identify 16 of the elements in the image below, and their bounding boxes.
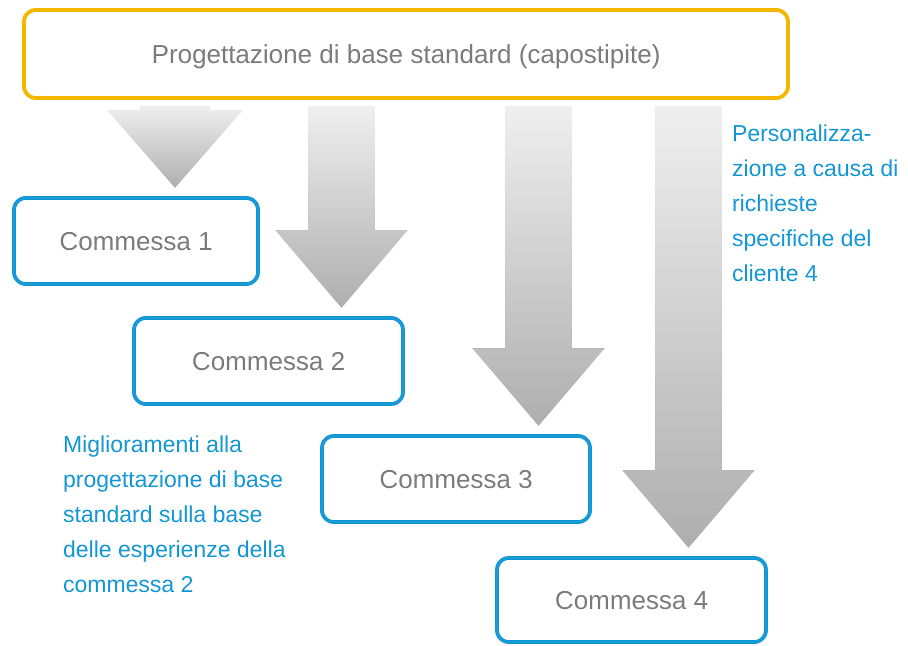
- block-arrow: [622, 106, 755, 548]
- node-text: Commessa 2: [192, 346, 346, 376]
- annotation-text: Personalizza- zione a causa di richieste specifiche del cliente 4: [732, 119, 900, 288]
- block-arrow: [275, 106, 408, 308]
- block-arrow: [107, 106, 243, 188]
- process-box: [12, 196, 260, 286]
- node-text: Commessa 1: [59, 226, 213, 256]
- process-box: [495, 556, 768, 644]
- node-text: Commessa 3: [379, 464, 533, 494]
- node-text: Progettazione di base standard (capostipite): [152, 38, 660, 70]
- title-box: [22, 8, 790, 100]
- process-box: [320, 434, 592, 524]
- node-text: Commessa 4: [554, 584, 708, 616]
- annotation-text: Miglioramenti alla progettazione di base standard sulla base delle esperienze della commessa 2: [63, 430, 286, 599]
- process-box: [132, 316, 405, 406]
- block-arrow: [472, 106, 605, 426]
